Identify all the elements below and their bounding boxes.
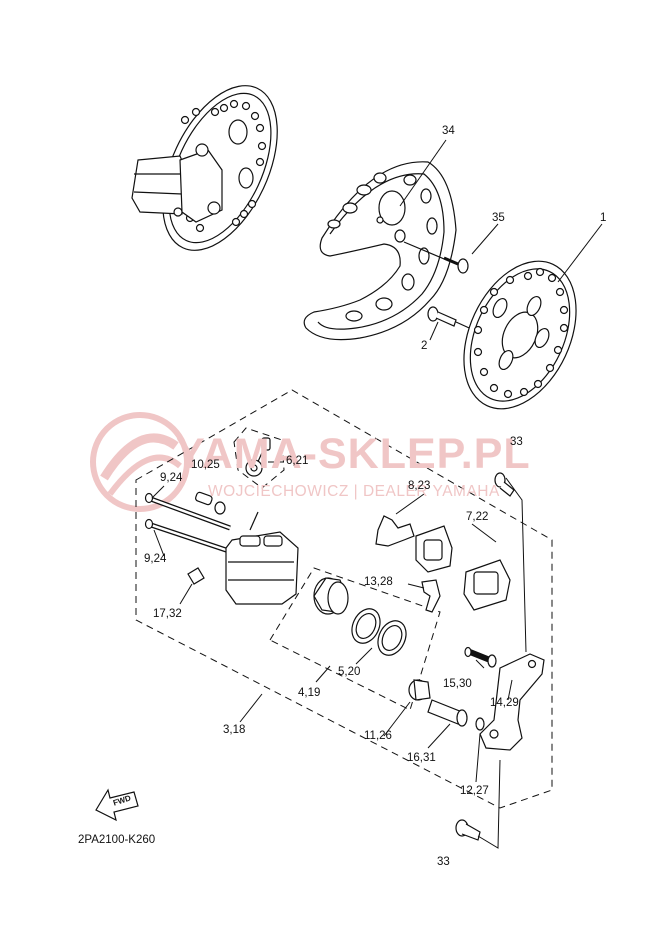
label-1: 1: [600, 212, 607, 224]
label-5-20: 5,20: [338, 666, 361, 678]
label-10-25: 10,25: [191, 459, 220, 471]
watermark-logo: [90, 412, 190, 512]
label-33-bottom: 33: [437, 856, 450, 868]
label-11-26: 11,26: [364, 730, 392, 742]
label-6-21: 6,21: [286, 455, 309, 467]
label-16-31: 16,31: [407, 752, 436, 764]
leader-lines: [151, 139, 603, 849]
label-7-22: 7,22: [466, 511, 489, 523]
label-9-24-top: 9,24: [160, 472, 183, 484]
label-12-27: 12,27: [460, 785, 489, 797]
label-2: 2: [421, 340, 428, 352]
label-35: 35: [492, 212, 505, 224]
label-34: 34: [442, 125, 455, 137]
label-17-32: 17,32: [153, 608, 182, 620]
watermark-subtitle: WOJCIECHOWICZ | DEALER YAMAHA: [208, 483, 500, 500]
caliper-parts: [144, 437, 545, 841]
diagram-code: 2PA2100-K260: [78, 834, 156, 846]
label-15-30: 15,30: [443, 678, 472, 690]
brake-disc: [463, 260, 577, 410]
disc-guard: [303, 161, 457, 341]
label-9-24-bottom: 9,24: [144, 553, 167, 565]
bolt-2: [427, 306, 479, 333]
label-8-23: 8,23: [408, 480, 431, 492]
label-33-top: 33: [510, 436, 523, 448]
assembled-preview: [131, 85, 278, 251]
fwd-arrow-icon: [95, 788, 139, 822]
watermark-title: YAMA-SKLEP.PL: [176, 430, 531, 478]
bolt-35: [403, 241, 469, 274]
assembly-outline: [135, 389, 553, 809]
label-3-18: 3,18: [223, 724, 246, 736]
label-13-28: 13,28: [364, 576, 393, 588]
label-14-29: 14,29: [490, 697, 519, 709]
label-4-19: 4,19: [298, 687, 321, 699]
